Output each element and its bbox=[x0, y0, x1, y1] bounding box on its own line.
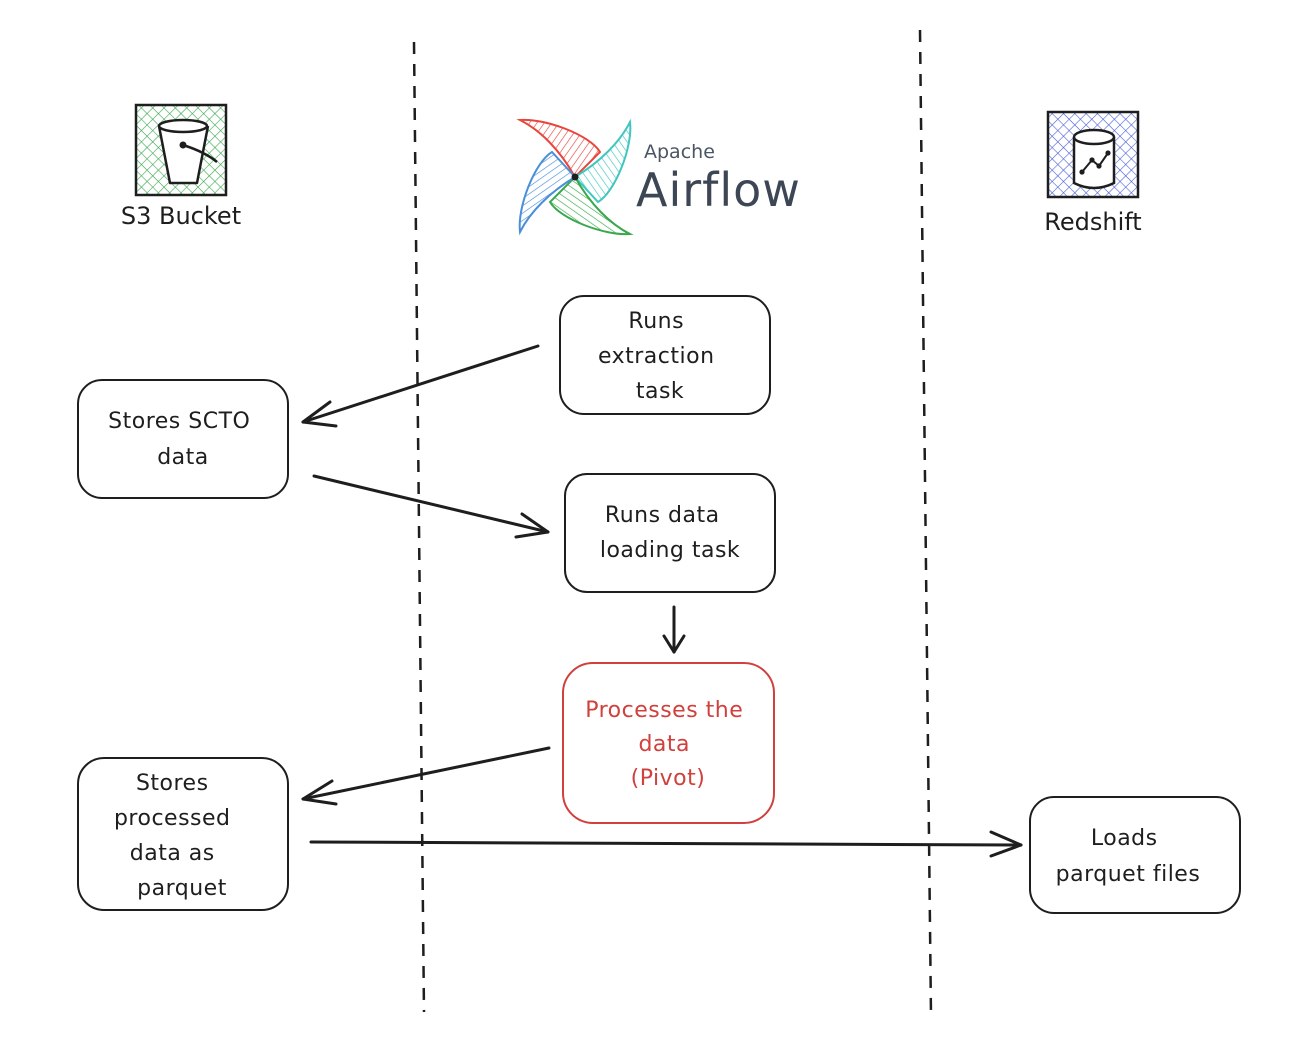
svg-text:Loads parquet files: Loads parquet files bbox=[1056, 826, 1201, 887]
redshift-header: Redshift bbox=[1044, 110, 1142, 236]
node-extraction-task: Runs extraction task bbox=[559, 295, 771, 415]
node-processing-pivot: Processes the data (Pivot) bbox=[562, 662, 775, 824]
node-loading-task: Runs data loading task bbox=[564, 473, 776, 593]
node-load-redshift: Loads parquet files bbox=[1029, 796, 1241, 914]
svg-text:Runs extraction ta: Runs extraction task bbox=[598, 309, 722, 404]
node-line: (Pivot) bbox=[631, 766, 706, 791]
airflow-header: Apache Airflow bbox=[516, 118, 801, 236]
lane-divider-right bbox=[918, 29, 933, 1017]
node-line: parquet bbox=[137, 876, 227, 901]
node-line: Stores bbox=[136, 771, 209, 796]
airflow-pinwheel-icon bbox=[516, 118, 634, 236]
svg-text:Stores processed d: Stores processed data as parquet bbox=[114, 771, 238, 901]
node-store-raw-data: Stores SCTO data bbox=[77, 379, 289, 499]
arrow-processing-to-s3 bbox=[301, 746, 551, 806]
node-line: loading task bbox=[600, 538, 740, 563]
airflow-brand-big: Airflow bbox=[636, 163, 801, 217]
lane-divider-left bbox=[412, 41, 426, 1013]
arrow-s3-to-redshift bbox=[309, 830, 1023, 858]
s3-bucket-header: S3 Bucket bbox=[121, 103, 241, 230]
node-line: Runs data bbox=[605, 503, 720, 528]
node-line: Processes the bbox=[585, 698, 743, 723]
redshift-database-icon bbox=[1046, 110, 1140, 199]
node-line: extraction bbox=[598, 344, 715, 369]
node-store-parquet: Stores processed data as parquet bbox=[77, 757, 289, 911]
svg-text:Runs data loading task: Runs data loading task bbox=[600, 503, 740, 563]
redshift-label: Redshift bbox=[1044, 208, 1141, 236]
arrow-extraction-to-s3 bbox=[301, 344, 540, 428]
node-line: task bbox=[636, 379, 684, 404]
s3-bucket-icon bbox=[134, 103, 228, 197]
s3-bucket-label: S3 Bucket bbox=[121, 202, 241, 230]
node-line: data bbox=[638, 732, 690, 757]
node-line: parquet files bbox=[1056, 862, 1201, 887]
arrow-loading-to-processing bbox=[662, 605, 686, 654]
node-line: data as bbox=[130, 841, 215, 866]
node-line: Loads bbox=[1091, 826, 1158, 851]
svg-text:Stores SCTO data: Stores SCTO data bbox=[108, 409, 258, 470]
node-line: Stores SCTO bbox=[108, 409, 250, 434]
arrow-s3-to-loading bbox=[312, 474, 550, 539]
node-line: Runs bbox=[628, 309, 684, 334]
svg-text:Processes the data: Processes the data (Pivot) bbox=[585, 698, 751, 791]
airflow-brand-small: Apache bbox=[644, 141, 715, 163]
node-line: data bbox=[157, 445, 209, 470]
node-line: processed bbox=[114, 806, 231, 831]
